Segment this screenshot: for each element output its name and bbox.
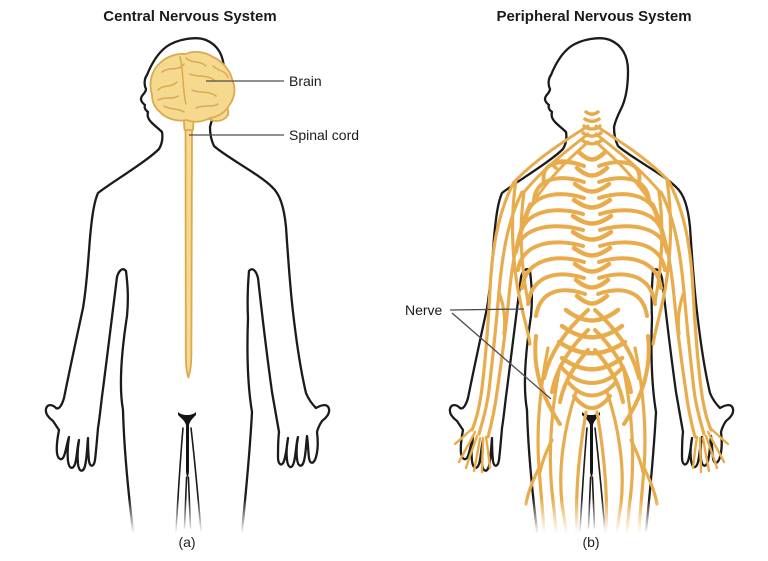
panel-b-caption: (b) <box>582 534 600 550</box>
panel-a-title: Central Nervous System <box>103 8 277 25</box>
nerve-label: Nerve <box>405 302 443 318</box>
panel-a-caption: (a) <box>178 534 196 550</box>
panel-b-title: Peripheral Nervous System <box>496 8 692 25</box>
spinal-cord-shape <box>184 125 193 379</box>
nerve-leader-line-arm <box>449 308 525 311</box>
brain-gyri-lines <box>157 56 229 113</box>
cns-illustration <box>149 50 236 379</box>
bottom-fade <box>0 498 768 540</box>
spinal-cord-label: Spinal cord <box>289 127 360 143</box>
brain-label: Brain <box>289 73 322 89</box>
leader-lines <box>189 80 552 400</box>
figure-b-body-outline <box>448 37 735 533</box>
nerve-leader-line-leg <box>451 312 552 400</box>
nerve-network <box>453 110 730 533</box>
